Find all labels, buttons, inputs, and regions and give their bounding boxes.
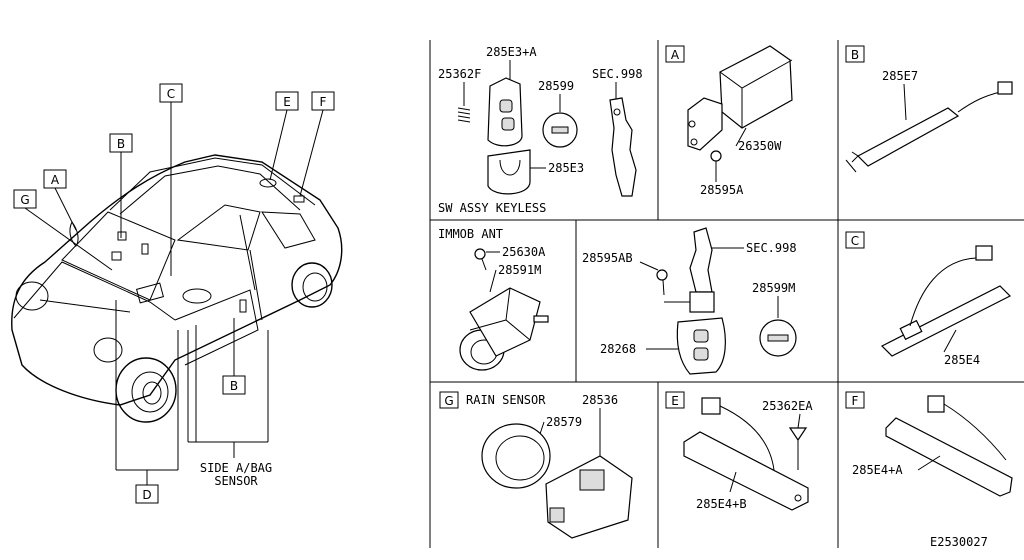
- panel-key: 28595AB SEC.998 28268 28599M: [582, 227, 797, 375]
- callout-g: G: [20, 193, 29, 207]
- part-25630a: 25630A: [502, 245, 546, 259]
- callout-c: C: [167, 87, 175, 101]
- panel-b: B 285E7: [845, 45, 1013, 173]
- part-28591m: 28591M: [498, 263, 541, 277]
- panel-c: C 285E4: [845, 231, 1012, 367]
- connector-e-drawing: [701, 397, 721, 415]
- key-blade-drawing: [609, 97, 637, 197]
- panel-a: A 26350W 28595A: [665, 45, 793, 197]
- rain-sensor-title: RAIN SENSOR: [466, 393, 546, 407]
- module-26350w-drawing: [719, 45, 793, 129]
- part-28595ab: 28595AB: [582, 251, 633, 265]
- part-28579: 28579: [546, 415, 582, 429]
- car-callouts: C B A G E F D B: [13, 83, 335, 504]
- part-285e4a: 285E4+A: [852, 463, 903, 477]
- spring-drawing: [457, 107, 471, 123]
- document-code: E2530027: [930, 535, 988, 549]
- callout-d: D: [142, 488, 151, 502]
- panel-grid: [429, 40, 1024, 548]
- panel-e-letter: E: [671, 394, 679, 408]
- part-sec998-key: SEC.998: [746, 241, 797, 255]
- antenna-285e4a-drawing: [885, 417, 1013, 497]
- panel-keyless: 285E3+A 25362F 28599 SEC.998 285E3 SW AS…: [438, 45, 643, 215]
- panel-f: F 285E4+A: [845, 391, 1013, 497]
- part-285e3: 285E3: [548, 161, 584, 175]
- fob-cover-drawing: [487, 149, 531, 195]
- part-25362f: 25362F: [438, 67, 481, 81]
- part-28595a: 28595A: [700, 183, 744, 197]
- antenna-285e4-drawing: [880, 285, 1012, 357]
- panel-g: G RAIN SENSOR 28536 28579: [439, 391, 633, 539]
- part-28599: 28599: [538, 79, 574, 93]
- rain-sensor-ring-drawing: [481, 423, 551, 489]
- panel-c-letter: C: [851, 234, 859, 248]
- panel-immob: IMMOB ANT 25630A 28591M: [438, 227, 549, 371]
- panel-g-letter: G: [444, 394, 453, 408]
- callout-b-top: B: [117, 137, 125, 151]
- immob-title: IMMOB ANT: [438, 227, 503, 241]
- rain-sensor-body-drawing: [545, 455, 633, 539]
- callout-e: E: [283, 95, 291, 109]
- antenna-285e4b-drawing: [683, 431, 809, 511]
- side-airbag-label-2: SENSOR: [214, 474, 258, 488]
- part-28599m: 28599M: [752, 281, 795, 295]
- panel-e: E 25362EA 285E4+B: [665, 391, 813, 511]
- part-285e3a: 285E3+A: [486, 45, 537, 59]
- part-26350w: 26350W: [738, 139, 782, 153]
- part-285e4-c: 285E4: [944, 353, 980, 367]
- connector-f-drawing: [927, 395, 945, 413]
- panel-f-letter: F: [852, 394, 859, 408]
- part-285e7: 285E7: [882, 69, 918, 83]
- callout-f: F: [320, 95, 327, 109]
- part-28268: 28268: [600, 342, 636, 356]
- panel-b-letter: B: [851, 48, 859, 62]
- callout-a: A: [51, 173, 60, 187]
- part-25362ea: 25362EA: [762, 399, 813, 413]
- keyless-title: SW ASSY KEYLESS: [438, 201, 546, 215]
- callout-b-bottom: B: [230, 379, 238, 393]
- antenna-285e7-drawing: [857, 107, 960, 167]
- part-sec998: SEC.998: [592, 67, 643, 81]
- key-blank-drawing: [689, 227, 713, 293]
- panel-a-letter: A: [671, 48, 680, 62]
- part-28536: 28536: [582, 393, 618, 407]
- part-285e4b: 285E4+B: [696, 497, 747, 511]
- car-illustration: [11, 154, 343, 423]
- key-head-drawing: [676, 317, 726, 375]
- side-airbag-label-1: SIDE A/BAG: [200, 461, 272, 475]
